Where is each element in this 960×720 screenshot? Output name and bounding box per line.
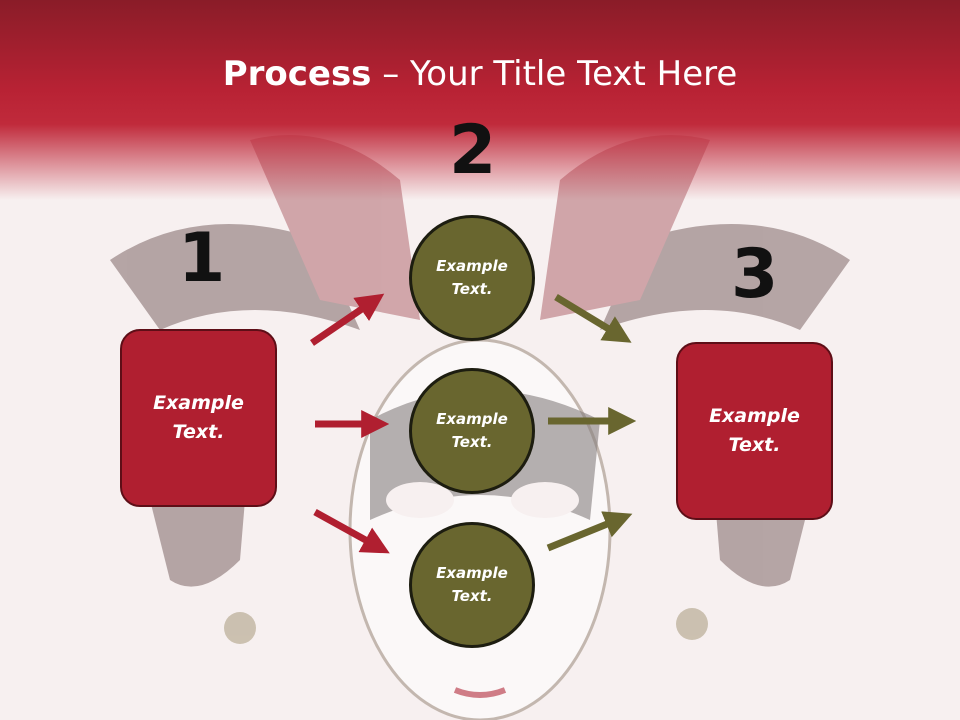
- process-circle-bottom[interactable]: Example Text.: [409, 522, 535, 648]
- header-band: [0, 0, 960, 200]
- process-circle-bottom-text: Example Text.: [436, 564, 508, 605]
- arrow-olive-up: [546, 511, 633, 552]
- arrow-red-up: [310, 293, 385, 346]
- process-circle-middle[interactable]: Example Text.: [409, 368, 535, 494]
- step-box-left[interactable]: Example Text.: [120, 329, 277, 507]
- arrow-red-down: [313, 508, 390, 554]
- process-circle-top[interactable]: Example Text.: [409, 215, 535, 341]
- title-rest: – Your Title Text Here: [371, 54, 738, 94]
- process-circle-top-text: Example Text.: [436, 257, 508, 298]
- step-number-2: 2: [449, 111, 497, 190]
- arrow-olive-down: [554, 294, 632, 343]
- step-box-right[interactable]: Example Text.: [676, 342, 833, 520]
- process-circle-middle-text: Example Text.: [436, 410, 508, 451]
- step-number-1: 1: [178, 219, 226, 298]
- slide-title: Process – Your Title Text Here: [0, 52, 960, 96]
- step-box-left-text: Example Text.: [153, 392, 244, 443]
- step-number-3: 3: [731, 235, 779, 314]
- title-bold: Process: [222, 54, 372, 94]
- step-box-right-text: Example Text.: [709, 405, 800, 456]
